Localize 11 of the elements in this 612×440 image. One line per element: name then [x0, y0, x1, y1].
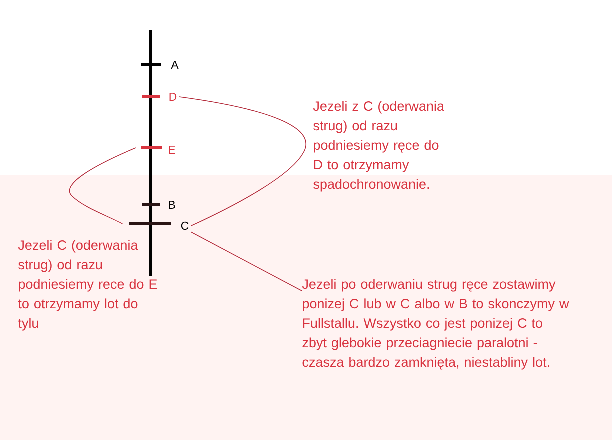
note-text: Jezeli C (oderwania strug) od razu podniesiemy rece do E to otrzymamy lot do tylu: [18, 240, 158, 331]
scale-label: B: [169, 201, 176, 209]
scale-label: A: [171, 61, 179, 69]
curved-line: [178, 96, 306, 226]
note-text: Jezeli po oderwaniu strug ręce zostawimy ponizej C lub w C albo w B to skonczymy w Fullstallu. Wszystko co jest ponizej C to zbyt glebokie przeciagniecie paralotni - czasza bardzo zamknięta, niestabliny lot.: [302, 279, 570, 370]
scale-label: C: [181, 222, 189, 230]
scale-label: D: [170, 93, 177, 101]
leader-line: [190, 232, 302, 292]
note-text: Jezeli z C (oderwania strug) od razu podniesiemy ręce do D to otrzymamy spadochronowanie.: [313, 101, 444, 192]
scale-label: E: [169, 146, 176, 154]
curved-line: [70, 148, 136, 224]
